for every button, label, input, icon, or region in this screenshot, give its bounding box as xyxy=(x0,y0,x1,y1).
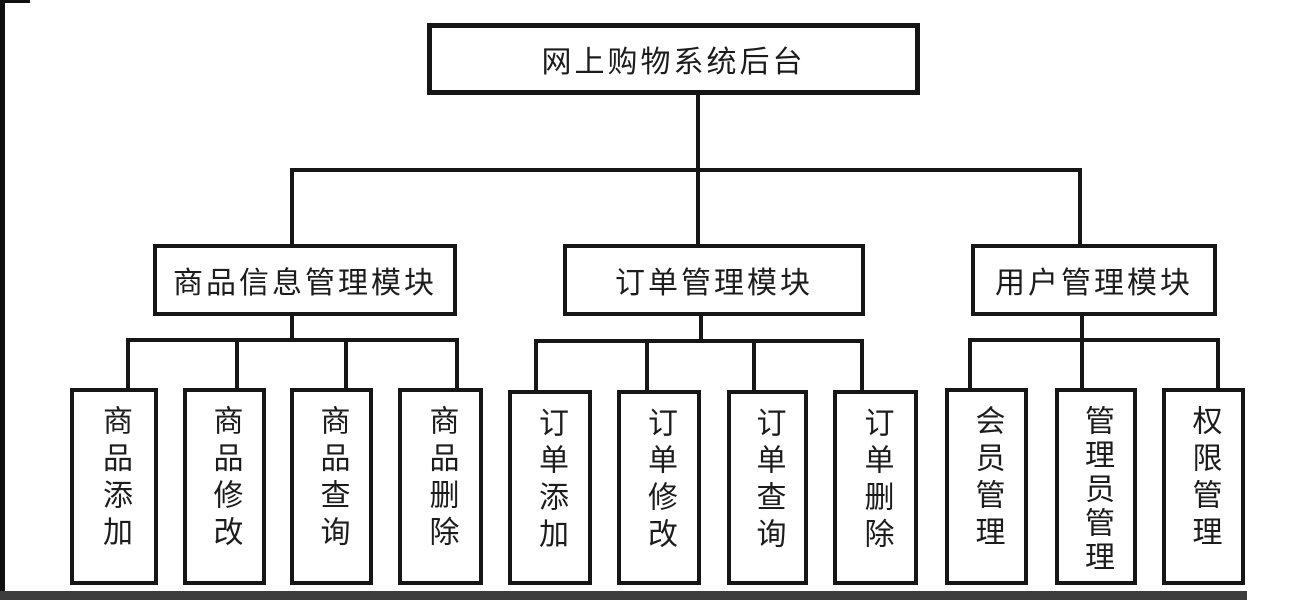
leaf-node-order-edit: 订单修改 xyxy=(617,390,701,585)
module-node-orders: 订单管理模块 xyxy=(563,244,865,316)
left-edge-bar xyxy=(0,0,5,600)
leaf-node-label: 权限管理 xyxy=(1187,405,1221,553)
root-node-label: 网上购物系统后台 xyxy=(541,46,806,79)
connector-user-module-children xyxy=(968,315,1220,388)
leaf-node-product-edit: 商品修改 xyxy=(183,388,266,585)
top-edge-sliver xyxy=(0,0,30,3)
leaf-node-order-query: 订单查询 xyxy=(727,390,808,585)
module-node-product-info: 商品信息管理模块 xyxy=(153,244,457,316)
leaf-node-label: 订单添加 xyxy=(534,407,567,555)
leaf-node-label: 订单修改 xyxy=(643,407,676,555)
leaf-node-label: 商品修改 xyxy=(208,405,242,553)
leaf-node-label: 订单删除 xyxy=(859,407,893,555)
leaf-node-order-add: 订单添加 xyxy=(508,390,592,585)
leaf-node-label: 订单查询 xyxy=(751,407,785,555)
module-node-label: 用户管理模块 xyxy=(995,267,1193,300)
module-node-label: 商品信息管理模块 xyxy=(173,267,437,300)
leaf-node-label: 商品查询 xyxy=(315,405,349,553)
bottom-edge-bar xyxy=(0,591,1247,600)
module-node-label: 订单管理模块 xyxy=(615,267,813,300)
leaf-node-admin-management: 管理员管理 xyxy=(1055,388,1137,585)
leaf-node-member-management: 会员管理 xyxy=(945,388,1028,585)
leaf-node-label: 商品删除 xyxy=(424,405,458,553)
root-node: 网上购物系统后台 xyxy=(427,23,920,95)
module-node-users: 用户管理模块 xyxy=(971,244,1217,316)
leaf-node-label: 商品添加 xyxy=(98,405,131,553)
connector-root-to-modules xyxy=(290,95,1082,244)
leaf-node-order-delete: 订单删除 xyxy=(833,390,918,585)
leaf-node-product-query: 商品查询 xyxy=(290,388,373,585)
leaf-node-label: 管理员管理 xyxy=(1080,405,1113,575)
leaf-node-product-add: 商品添加 xyxy=(70,388,158,585)
connector-order-module-children xyxy=(534,315,864,390)
leaf-node-product-delete: 商品删除 xyxy=(398,388,483,585)
connector-product-module-children xyxy=(126,315,459,388)
leaf-node-permission-management: 权限管理 xyxy=(1162,388,1245,585)
leaf-node-label: 会员管理 xyxy=(970,405,1004,553)
